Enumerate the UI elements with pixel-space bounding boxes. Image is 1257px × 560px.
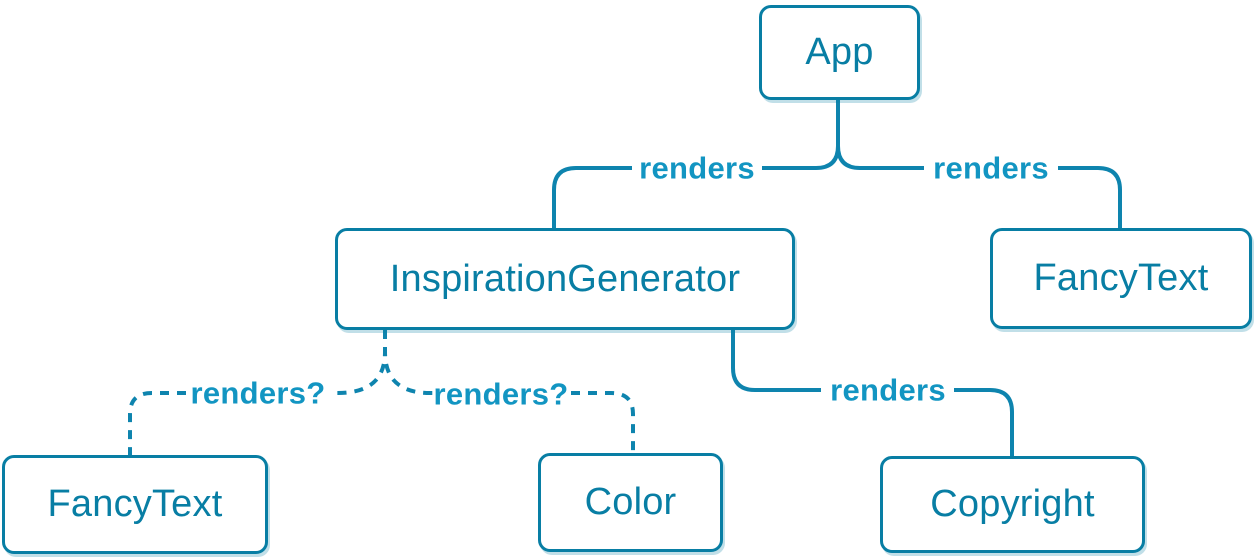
node-label-app: App xyxy=(805,31,874,73)
edge-inspiration-generator-copyright xyxy=(731,330,1014,456)
edge-app-fancy-text-top xyxy=(836,100,1122,228)
node-label-copyright: Copyright xyxy=(930,483,1095,525)
node-inspiration-generator: InspirationGenerator xyxy=(335,228,795,330)
edge-label-inspiration-generator-fancy-text-bottom: renders? xyxy=(190,376,325,411)
node-fancy-text-bottom: FancyText xyxy=(2,455,268,554)
edge-label-inspiration-generator-color: renders? xyxy=(433,377,568,412)
node-label-fancy-text-bottom: FancyText xyxy=(47,483,223,525)
node-fancy-text-top: FancyText xyxy=(990,228,1252,329)
edge-label-app-fancy-text-top: renders xyxy=(933,151,1049,186)
node-label-fancy-text-top: FancyText xyxy=(1033,257,1209,299)
node-app: App xyxy=(759,5,920,100)
node-copyright: Copyright xyxy=(880,456,1145,553)
node-label-color: Color xyxy=(584,481,677,523)
node-color: Color xyxy=(538,453,723,552)
edge-label-inspiration-generator-copyright: renders xyxy=(830,373,946,408)
node-label-inspiration-generator: InspirationGenerator xyxy=(389,257,741,300)
edge-label-app-inspiration-generator: renders xyxy=(639,151,755,186)
edge-inspiration-generator-color xyxy=(383,330,635,453)
